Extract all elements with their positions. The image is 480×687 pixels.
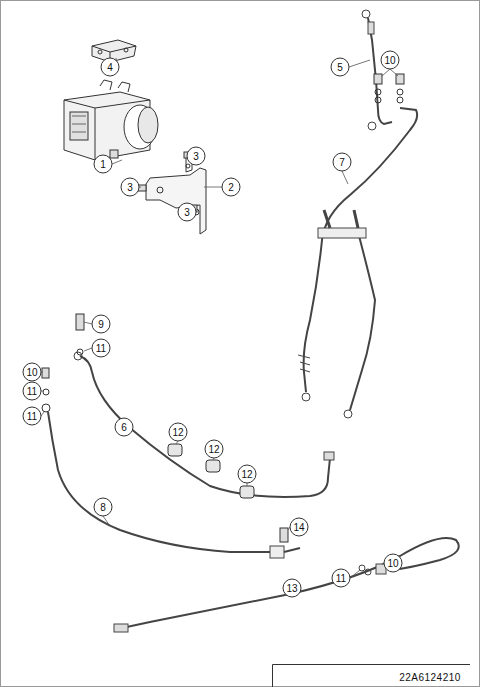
callout-number: 12 <box>205 440 224 459</box>
hose-8 <box>48 412 300 558</box>
hose-13 <box>114 538 459 632</box>
callout-number: 6 <box>115 418 134 437</box>
fittings-left <box>42 314 84 412</box>
hose-6 <box>74 352 334 497</box>
callout-number: 13 <box>283 579 302 598</box>
abs-unit <box>64 80 158 160</box>
callout-number: 8 <box>94 498 113 517</box>
callout-number: 5 <box>331 58 350 77</box>
callout-number: 10 <box>381 51 400 70</box>
hose-7 <box>298 108 417 418</box>
bolt-14 <box>280 528 288 542</box>
callout-number: 10 <box>23 363 42 382</box>
callout-number: 11 <box>332 569 351 588</box>
callout-number: 7 <box>333 153 352 172</box>
callout-number: 12 <box>169 423 188 442</box>
callout-number: 11 <box>23 382 42 401</box>
callout-number: 9 <box>92 315 111 334</box>
callout-number: 12 <box>238 465 257 484</box>
drawing-code: 22A6124210 <box>397 672 463 683</box>
callout-number: 3 <box>121 178 140 197</box>
callout-number: 11 <box>92 339 111 358</box>
callout-number: 14 <box>290 518 309 537</box>
callout-number: 10 <box>384 554 403 573</box>
callout-number: 1 <box>94 155 113 174</box>
callout-number: 3 <box>178 203 197 222</box>
abs-bracket <box>146 156 206 234</box>
code-box <box>273 665 471 687</box>
hose-5 <box>362 10 392 130</box>
callout-number: 11 <box>23 407 42 426</box>
callout-number: 4 <box>101 58 120 77</box>
callout-number: 2 <box>222 178 241 197</box>
leader-lines <box>41 58 398 597</box>
callout-number: 3 <box>187 147 206 166</box>
banjo-bolts-top <box>374 74 404 103</box>
